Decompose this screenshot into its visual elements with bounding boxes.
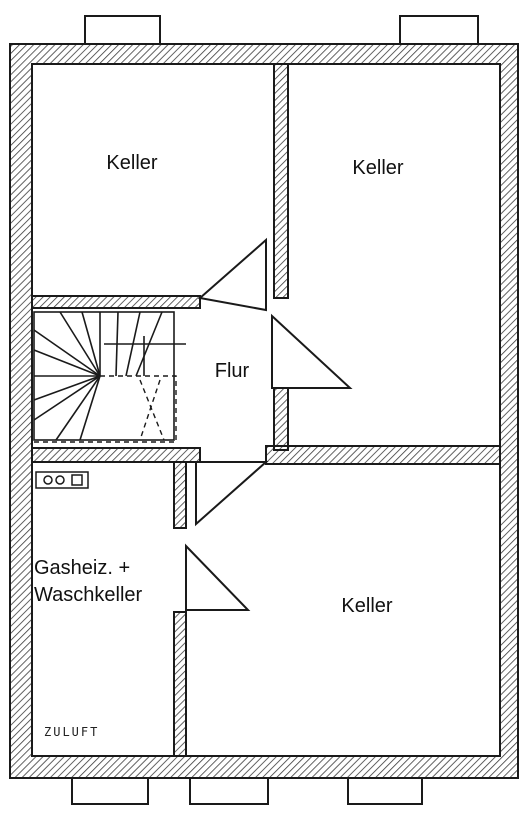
outer-wall-left: [10, 44, 32, 778]
wall-stair-bottom: [32, 448, 200, 462]
window-well-bottom-right: [347, 770, 423, 805]
zuluft-annotation: ZULUFT: [44, 725, 99, 739]
room-label-keller-top-right: Keller: [352, 157, 403, 179]
walls: [10, 44, 518, 778]
appliance-icon: [35, 471, 89, 489]
door-gasheizung: [185, 543, 251, 611]
wall-bottom-divider-lower: [174, 612, 186, 756]
door-keller-top-left: [197, 237, 267, 312]
window-well-bottom-left: [71, 770, 149, 805]
window-well-top-right: [399, 15, 479, 46]
room-label-keller-top-left: Keller: [106, 152, 157, 174]
window-well-top-left: [84, 15, 161, 46]
room-label-flur: Flur: [215, 360, 250, 382]
door-keller-bottom-right: [195, 461, 269, 527]
door-swings: [185, 237, 353, 611]
wall-keller-left-bottom: [32, 296, 200, 308]
window-well-bottom-center: [189, 770, 269, 805]
staircase-dashed: [34, 375, 177, 443]
door-keller-top-right: [271, 313, 353, 389]
outer-wall-top: [10, 44, 518, 64]
room-label-keller-bottom-right: Keller: [341, 595, 392, 617]
room-label-gasheizung-line1: Gasheiz. +: [34, 557, 130, 579]
window-wells: [71, 15, 479, 805]
outer-wall-bottom: [10, 756, 518, 778]
wall-bottom-divider-upper: [174, 462, 186, 528]
outer-wall-right: [500, 44, 518, 778]
wall-top-divider: [274, 64, 288, 298]
room-label-gasheizung-line2: Waschkeller: [34, 584, 143, 606]
wall-flur-right-lower: [274, 388, 288, 450]
wall-keller-right-bottom: [266, 446, 500, 464]
wall-outlines: [9, 43, 519, 779]
